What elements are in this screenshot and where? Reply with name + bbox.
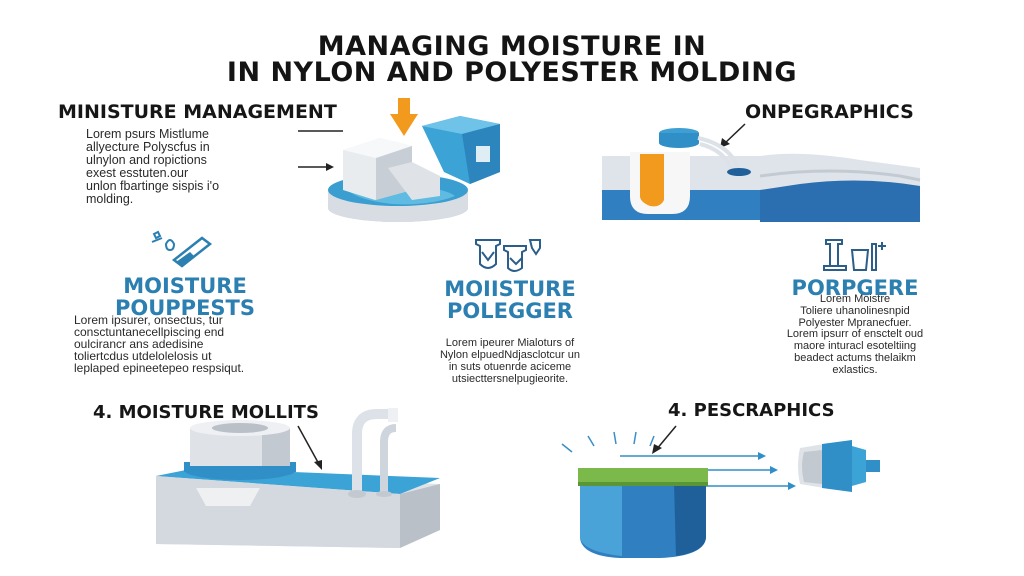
text-line: molding. — [86, 192, 134, 206]
page-title-line-2: IN NYLON AND POLYESTER MOLDING — [226, 57, 798, 88]
moisture-cups-icon — [475, 239, 541, 272]
text-line: Lorem ipeurer Mialoturs of — [445, 337, 575, 349]
text-line: utsiecttersnelpugieorite. — [451, 373, 569, 385]
text-line: Lorem Moistre — [819, 293, 891, 305]
moisture-pouppests-heading: MOISTURE POUPPESTS — [60, 275, 310, 319]
text-line: toliertcdus utdelolelosis ut — [74, 349, 212, 363]
text-line: in suts otuenrde aciceme — [448, 361, 572, 373]
heading-line: MOISTURE — [123, 274, 247, 298]
text-line: Nylon elpuedNdjasclotcur un — [439, 349, 581, 361]
onpegraphics-heading: ONPEGRAPHICS — [745, 101, 914, 123]
text-line: maore inturacl esoteltiing — [793, 340, 917, 352]
moisture-mollits-heading: 4. MOISTURE MOLLITS — [93, 402, 319, 423]
text-line: unlon fbartinge sispis i'o — [86, 179, 220, 193]
heading-line: POUPPESTS — [115, 296, 255, 320]
moisture-pouppests-text: Lorem ipsurer, onsectus, tur consctuntan… — [74, 314, 244, 374]
text-line: ulnylon and ropictions — [86, 153, 207, 167]
text-line: consctuntanecellpiscing end — [74, 325, 225, 339]
heading-line: MOIISTURE — [444, 277, 576, 301]
porpgere-text-b: Lorem ipsurr of ensctelt oud maore intur… — [740, 328, 970, 376]
moiisture-polegger-heading: MOIISTURE POLEGGER — [390, 278, 630, 322]
text-line: Polyester Mpranecfuer. — [798, 317, 912, 329]
text-line: Toliere uhanolinesnpid — [800, 305, 910, 317]
text-line: oulcirancr ans adedisine — [74, 337, 204, 351]
page-title-line-1: MANAGING MOISTURE IN — [317, 31, 707, 62]
porpgere-heading: PORPGERE — [791, 276, 919, 300]
text-line: leplaped epineetepeo respsiqut. — [74, 361, 245, 375]
text-line: Lorem psurs Mistlume — [86, 127, 209, 141]
heading-line: POLEGGER — [447, 299, 573, 323]
test-tube-drop-icon — [151, 230, 213, 268]
text-line: beadect actums thelaikm — [794, 352, 916, 364]
text-line: exlastics. — [832, 364, 878, 376]
text-line: Lorem ipsurr of ensctelt oud — [786, 328, 924, 340]
text-line: allyecture Polyscfus in — [86, 140, 210, 154]
minisure-management-heading: MINISTURE MANAGEMENT — [58, 101, 337, 123]
text-line: Lorem ipsurer, onsectus, tur — [74, 313, 223, 327]
moiisture-polegger-text: Lorem ipeurer Mialoturs of Nylon elpuedN… — [390, 337, 630, 385]
text-line: exest esstuten.our — [86, 166, 189, 180]
porpgere-text-a: Lorem Moistre Toliere uhanolinesnpid Pol… — [760, 293, 950, 329]
lab-beaker-icon — [823, 239, 886, 271]
orange-down-arrow-icon — [390, 98, 418, 136]
pescraphics-heading: 4. PESCRAPHICS — [668, 400, 835, 421]
minisure-management-text: Lorem psurs Mistlume allyecture Polyscfu… — [86, 128, 219, 206]
